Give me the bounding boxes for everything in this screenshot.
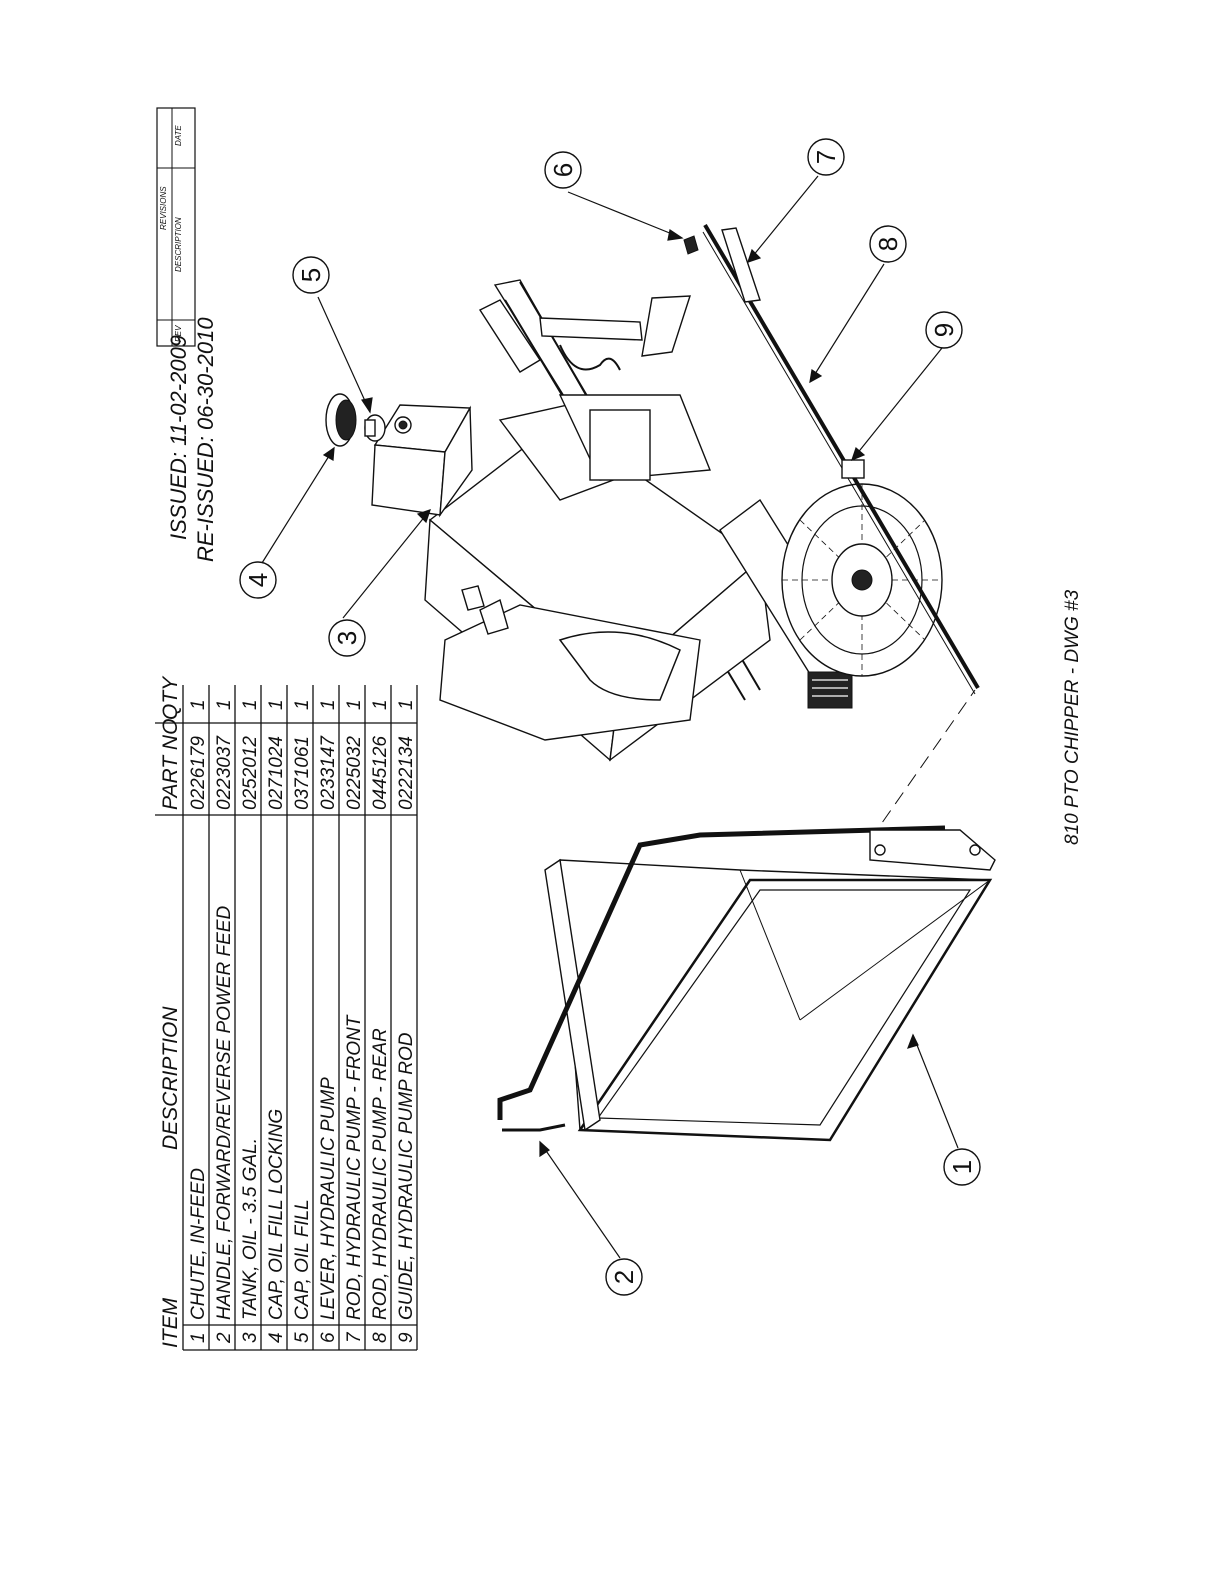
cell-part-no: 0271024 — [266, 736, 287, 810]
table-row: 8 ROD, HYDRAULIC PUMP - REAR 0445126 1 — [370, 699, 391, 1343]
cell-item: 1 — [188, 1332, 209, 1343]
oil-fill-cap — [364, 414, 386, 442]
cell-part-no: 0223037 — [214, 735, 235, 810]
table-row: 2 HANDLE, FORWARD/REVERSE POWER FEED 022… — [214, 699, 235, 1344]
header-description: DESCRIPTION — [159, 1006, 182, 1150]
cell-part-no: 0222134 — [396, 736, 417, 810]
svg-text:3: 3 — [332, 631, 362, 645]
cell-item: 5 — [292, 1332, 313, 1343]
callout-8: 8 — [869, 225, 907, 263]
cell-item: 9 — [396, 1332, 417, 1343]
cell-item: 8 — [370, 1332, 391, 1343]
cell-qty: 1 — [266, 699, 287, 710]
cell-qty: 1 — [396, 699, 417, 710]
svg-text:8: 8 — [873, 237, 903, 251]
svg-text:2: 2 — [609, 1270, 639, 1284]
cell-part-no: 0225032 — [344, 736, 365, 810]
cell-description: ROD, HYDRAULIC PUMP - FRONT — [344, 1014, 365, 1320]
callout-5: 5 — [292, 256, 330, 294]
chipper-illustration — [325, 223, 996, 1142]
callout-1: 1 — [943, 1148, 981, 1186]
parts-table: ITEM DESCRIPTION PART NO QTY 1 CHUTE, IN… — [155, 675, 418, 1351]
cell-item: 7 — [344, 1331, 365, 1343]
callout-4: 4 — [239, 561, 277, 599]
cell-qty: 1 — [214, 699, 235, 710]
cell-description: ROD, HYDRAULIC PUMP - REAR — [370, 1028, 391, 1320]
callout-3: 3 — [328, 619, 366, 657]
cell-part-no: 0445126 — [370, 736, 391, 810]
cell-item: 2 — [214, 1332, 235, 1344]
table-row: 5 CAP, OIL FILL 0371061 1 — [292, 699, 313, 1343]
svg-text:1: 1 — [947, 1160, 977, 1174]
cell-description: GUIDE, HYDRAULIC PUMP ROD — [396, 1032, 417, 1320]
cell-description: CHUTE, IN-FEED — [188, 1168, 209, 1320]
wheel — [781, 483, 943, 677]
cell-qty: 1 — [318, 699, 339, 710]
cell-description: HANDLE, FORWARD/REVERSE POWER FEED — [214, 906, 235, 1320]
table-row: 3 TANK, OIL - 3.5 GAL. 0252012 1 — [240, 699, 261, 1343]
svg-text:4: 4 — [243, 573, 273, 587]
cell-item: 4 — [266, 1332, 287, 1343]
callout-7: 7 — [807, 138, 845, 176]
svg-text:9: 9 — [929, 323, 959, 337]
locking-oil-cap — [325, 393, 357, 447]
table-row: 7 ROD, HYDRAULIC PUMP - FRONT 0225032 1 — [344, 699, 365, 1343]
cell-qty: 1 — [188, 699, 209, 710]
feed-handle — [497, 825, 946, 1120]
cell-part-no: 0233147 — [318, 735, 339, 810]
svg-text:7: 7 — [811, 150, 841, 164]
cell-description: CAP, OIL FILL — [292, 1199, 313, 1320]
table-row: 9 GUIDE, HYDRAULIC PUMP ROD 0222134 1 — [396, 699, 417, 1343]
cell-part-no: 0371061 — [292, 736, 313, 810]
header-item: ITEM — [159, 1297, 182, 1348]
cell-description: TANK, OIL - 3.5 GAL. — [240, 1138, 261, 1320]
svg-text:6: 6 — [548, 163, 578, 177]
cell-item: 3 — [240, 1332, 261, 1343]
issued-date: ISSUED: 11-02-2009 — [166, 335, 191, 540]
revisions-block: REVISIONS REV DESCRIPTION DATE — [156, 107, 196, 347]
cell-item: 6 — [318, 1332, 339, 1343]
cell-qty: 1 — [240, 699, 261, 710]
cell-description: LEVER, HYDRAULIC PUMP — [318, 1077, 339, 1320]
callout-2: 2 — [605, 1258, 643, 1296]
cell-qty: 1 — [370, 699, 391, 710]
issue-dates: ISSUED: 11-02-2009 RE-ISSUED: 06-30-2010 — [166, 317, 218, 562]
cell-description: CAP, OIL FILL LOCKING — [266, 1109, 287, 1320]
oil-tank — [371, 404, 473, 518]
revisions-title: REVISIONS — [159, 186, 168, 230]
callout-6: 6 — [544, 151, 582, 189]
leader-lines — [261, 175, 959, 1259]
callout-9: 9 — [925, 311, 963, 349]
table-row: 1 CHUTE, IN-FEED 0226179 1 — [188, 699, 209, 1343]
drawing-title: 810 PTO CHIPPER - DWG #3 — [1062, 589, 1083, 845]
cell-part-no: 0252012 — [240, 736, 261, 810]
table-row: 4 CAP, OIL FILL LOCKING 0271024 1 — [266, 699, 287, 1343]
revisions-date: DATE — [174, 125, 183, 146]
cell-qty: 1 — [344, 699, 365, 710]
svg-text:5: 5 — [296, 268, 326, 282]
reissued-date: RE-ISSUED: 06-30-2010 — [193, 317, 218, 562]
revisions-rev: REV — [174, 325, 183, 342]
cell-qty: 1 — [292, 699, 313, 710]
revisions-description: DESCRIPTION — [174, 217, 183, 272]
table-row: 6 LEVER, HYDRAULIC PUMP 0233147 1 — [318, 699, 339, 1343]
cell-part-no: 0226179 — [188, 736, 209, 810]
header-qty: QTY — [159, 675, 182, 720]
header-part-no: PART NO — [159, 719, 182, 810]
